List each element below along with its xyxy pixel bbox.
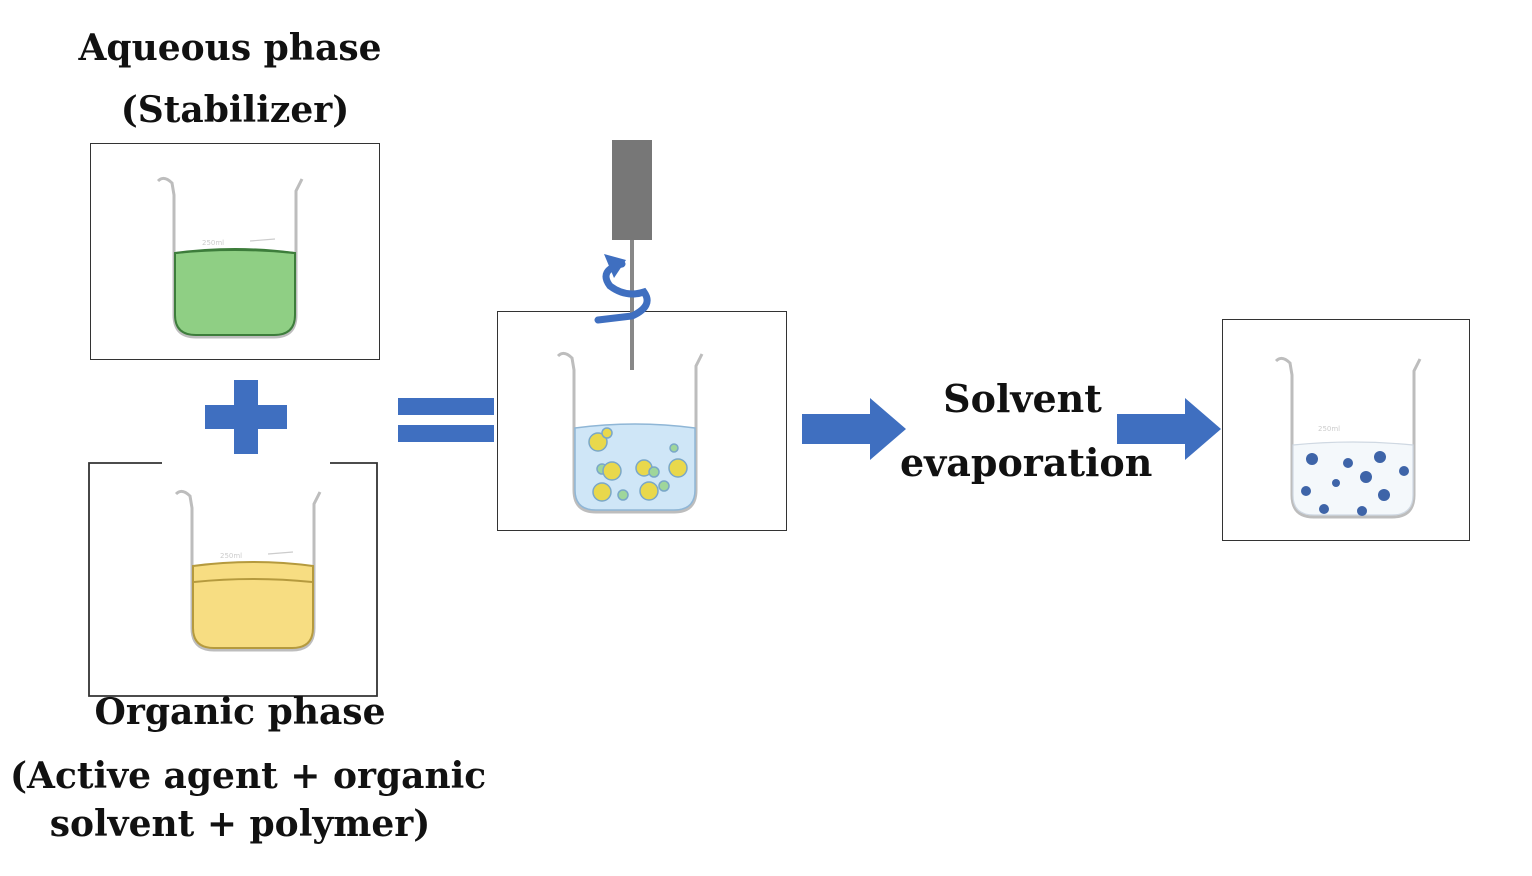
stir-rotation-icon	[594, 254, 651, 324]
organic-phase-subtitle-line2: solvent + polymer)	[49, 803, 431, 845]
equals-icon	[398, 398, 494, 442]
aqueous-phase-subtitle: (Stabilizer)	[120, 89, 350, 131]
nanoparticle-beaker-icon: 250ml	[1274, 356, 1422, 519]
right-arrow-icon-2	[1117, 398, 1221, 460]
plus-icon	[205, 380, 287, 454]
svg-text:250ml: 250ml	[1318, 425, 1340, 433]
svg-text:250ml: 250ml	[202, 239, 224, 247]
right-arrow-icon	[802, 398, 906, 460]
svg-text:250ml: 250ml	[220, 552, 242, 560]
organic-phase-title: Organic phase	[94, 691, 386, 733]
solvent-evaporation-line2: evaporation	[900, 440, 1153, 485]
solvent-evaporation-line1: Solvent	[943, 376, 1102, 421]
aqueous-beaker-icon: 250ml	[156, 176, 304, 339]
organic-phase-subtitle-line1: (Active agent + organic	[10, 755, 487, 797]
stirrer-motor	[612, 140, 652, 240]
emulsion-beaker-icon	[556, 351, 704, 514]
stirrer-shaft	[630, 240, 634, 370]
aqueous-phase-title: Aqueous phase	[78, 27, 382, 69]
organic-beaker-box	[88, 462, 378, 697]
organic-beaker-icon: 250ml	[174, 489, 322, 652]
